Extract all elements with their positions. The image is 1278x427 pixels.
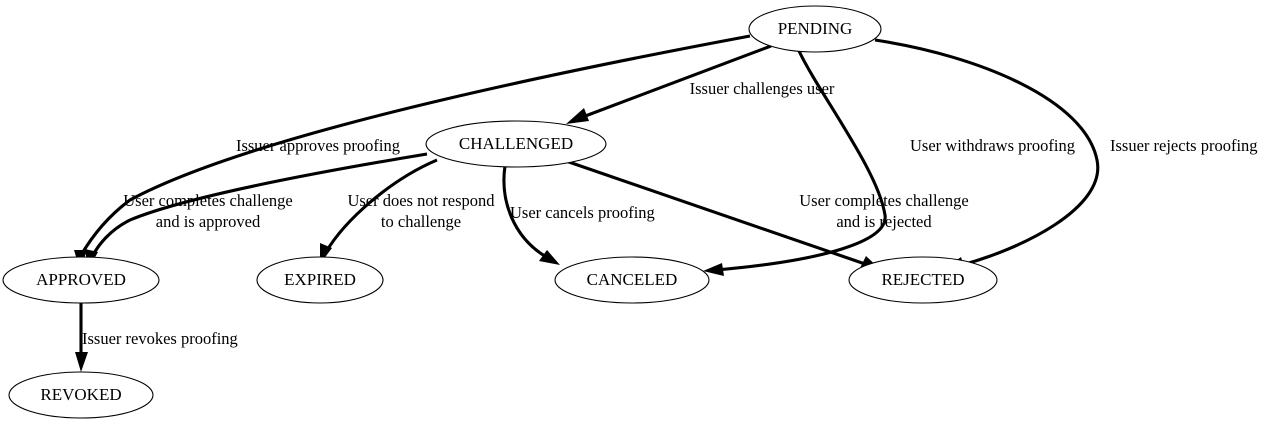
node-label-canceled: CANCELED xyxy=(587,270,678,289)
edge-label-challenged-canceled: User completes challenge and is rejected xyxy=(799,191,969,231)
edge-challenged-cancel xyxy=(502,165,560,265)
edge-line-pending-approved xyxy=(78,34,751,258)
node-label-challenged: CHALLENGED xyxy=(459,134,573,153)
edge-label-line: Issuer approves proofing xyxy=(236,136,400,155)
node-label-approved: APPROVED xyxy=(36,270,126,289)
edge-label-challenged-expired: User does not respond to challenge xyxy=(347,191,495,231)
state-node-canceled[interactable]: CANCELED xyxy=(554,256,710,304)
node-label-revoked: REVOKED xyxy=(40,385,121,404)
node-label-expired: EXPIRED xyxy=(284,270,356,289)
edge-label-line: to challenge xyxy=(381,212,461,231)
edge-line-challenged-cancel xyxy=(502,165,549,260)
edge-line-challenged-canceled xyxy=(565,159,869,267)
node-label-pending: PENDING xyxy=(778,19,853,38)
state-node-expired[interactable]: EXPIRED xyxy=(256,256,384,304)
edge-labels-layer: Issuer approves proofing Issuer challenge… xyxy=(82,79,1258,348)
state-node-approved[interactable]: APPROVED xyxy=(2,256,160,304)
node-ellipse-pending[interactable] xyxy=(748,5,882,53)
edge-label-line: User completes challenge xyxy=(799,191,969,210)
state-node-challenged[interactable]: CHALLENGED xyxy=(425,120,607,168)
edge-label-line: User cancels proofing xyxy=(510,203,655,222)
node-ellipse-expired[interactable] xyxy=(256,256,384,304)
edge-label-pending-challenged: Issuer challenges user xyxy=(690,79,835,98)
edge-label-pending-rejected: Issuer rejects proofing xyxy=(1110,136,1258,155)
edges-layer xyxy=(74,34,1100,372)
edge-label-pending-approved: Issuer approves proofing xyxy=(236,136,400,155)
edge-label-pending-canceled: User withdraws proofing xyxy=(910,136,1075,155)
node-ellipse-canceled[interactable] xyxy=(554,256,710,304)
edge-line-pending-rejected xyxy=(874,38,1100,268)
node-ellipse-challenged[interactable] xyxy=(425,120,607,168)
edge-label-line: User withdraws proofing xyxy=(910,136,1075,155)
node-ellipse-approved[interactable] xyxy=(2,256,160,304)
arrowhead-icon-challenged-cancel xyxy=(539,250,560,265)
edge-label-challenged-cancel: User cancels proofing xyxy=(510,203,655,222)
edge-line-pending-challenged xyxy=(579,44,772,120)
state-node-pending[interactable]: PENDING xyxy=(748,5,882,53)
edge-label-line: and is approved xyxy=(156,212,261,231)
arrowhead-icon-pending-canceled xyxy=(703,263,724,276)
edge-label-approved-revoked: Issuer revokes proofing xyxy=(82,329,238,348)
edge-label-line: and is rejected xyxy=(836,212,932,231)
state-node-rejected[interactable]: REJECTED xyxy=(848,256,998,304)
edge-label-challenged-approved: User completes challenge and is approved xyxy=(123,191,293,231)
node-ellipse-rejected[interactable] xyxy=(848,256,998,304)
node-label-rejected: REJECTED xyxy=(881,270,964,289)
edge-pending-rejected xyxy=(874,38,1100,270)
arrowhead-icon-pending-challenged xyxy=(566,108,589,124)
edge-label-line: User does not respond xyxy=(347,191,495,210)
edge-line-challenged-expired xyxy=(324,158,438,253)
edge-label-line: Issuer revokes proofing xyxy=(82,329,238,348)
edge-pending-challenged xyxy=(566,44,772,124)
state-node-revoked[interactable]: REVOKED xyxy=(8,371,154,419)
edge-label-line: Issuer challenges user xyxy=(690,79,835,98)
edge-label-line: User completes challenge xyxy=(123,191,293,210)
edge-line-pending-canceled xyxy=(715,50,887,272)
node-ellipse-revoked[interactable] xyxy=(8,371,154,419)
nodes-layer: PENDING CHALLENGED APPROVED EXPIRED CANCELED… xyxy=(2,5,998,419)
edge-line-challenged-approved xyxy=(90,152,428,258)
arrowhead-icon-approved-revoked xyxy=(75,352,88,372)
edge-pending-approved xyxy=(74,34,751,270)
edge-pending-canceled xyxy=(703,50,887,276)
edge-approved-revoked xyxy=(75,303,88,372)
edge-label-line: Issuer rejects proofing xyxy=(1110,136,1258,155)
